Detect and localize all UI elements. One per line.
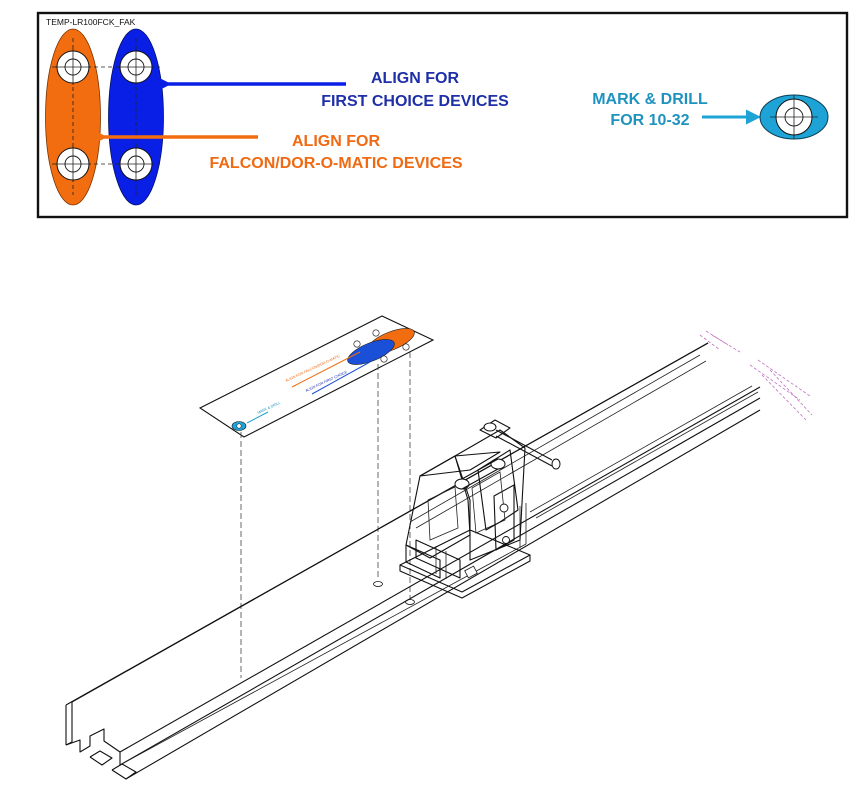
drill-label-line2: FOR 10-32 [610,112,689,129]
template-panel: TEMP-LR100FCK_FAK [36,11,849,219]
template-paper-isometric: ALIGN FOR FALCON/DOR-O-MATIC ALIGN FOR F… [198,315,435,438]
cyan-drill-oval [759,94,829,140]
cut-marks [699,330,813,421]
first-choice-label-line2: FIRST CHOICE DEVICES [321,93,509,110]
drill-label-line1: MARK & DRILL [592,91,708,108]
falcon-label-line1: ALIGN FOR [292,133,380,150]
falcon-label-line2: FALCON/DOR-O-MATIC DEVICES [209,155,462,172]
first-choice-label-line1: ALIGN FOR [371,70,459,87]
isometric-drawing: ALIGN FOR FALCON/DOR-O-MATIC ALIGN FOR F… [65,315,813,780]
door-rail [65,342,761,780]
template-code: TEMP-LR100FCK_FAK [46,17,136,27]
pivot-bracket-assembly [399,419,561,599]
